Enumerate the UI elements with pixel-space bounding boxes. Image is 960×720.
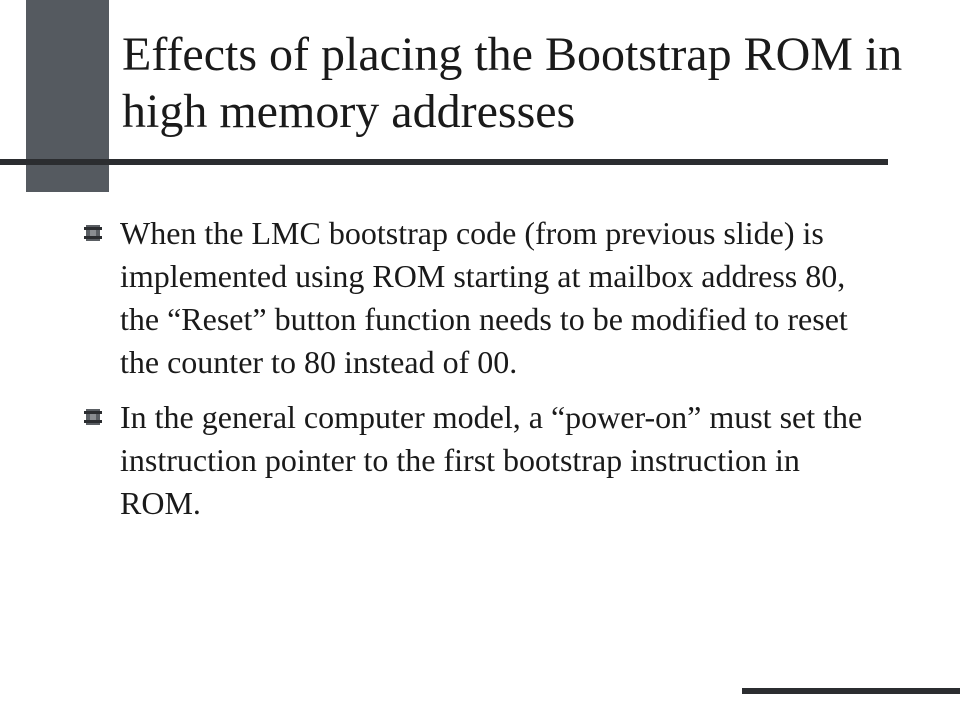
bullet-square-icon xyxy=(84,409,102,425)
slide-title: Effects of placing the Bootstrap ROM in … xyxy=(122,28,903,138)
bullet-list: When the LMC bootstrap code (from previo… xyxy=(84,212,886,537)
bottom-divider-line xyxy=(742,688,960,694)
bullet-item: When the LMC bootstrap code (from previo… xyxy=(84,212,886,384)
bullet-square-icon xyxy=(84,225,102,241)
bullet-text: In the general computer model, a “power-… xyxy=(120,399,863,521)
title-divider-line xyxy=(0,159,888,165)
bullet-item: In the general computer model, a “power-… xyxy=(84,396,886,525)
bullet-text: When the LMC bootstrap code (from previo… xyxy=(120,215,848,380)
